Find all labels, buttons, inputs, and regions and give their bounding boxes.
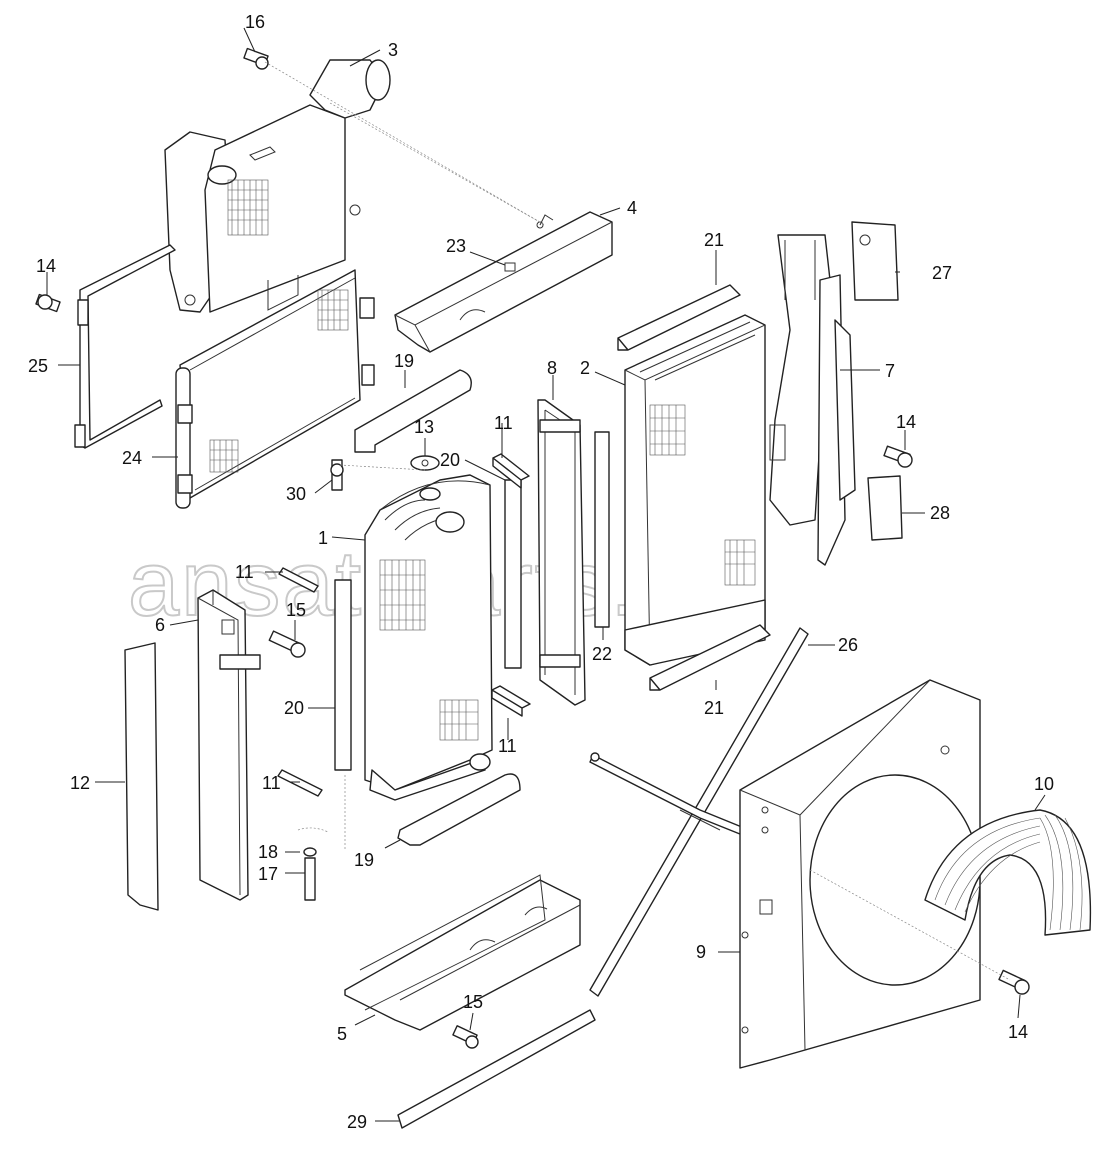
callout-labels: 16 3 4 23 21 27 14 25 24 19 13 30 20 11 … bbox=[28, 12, 1054, 1132]
seal-strip-20-right bbox=[504, 479, 522, 669]
callout-19-top: 19 bbox=[394, 351, 414, 371]
callout-11-right: 11 bbox=[498, 736, 517, 756]
callout-19-bottom: 19 bbox=[354, 850, 374, 870]
seal-21-top bbox=[617, 284, 741, 351]
callout-13: 13 bbox=[414, 417, 434, 437]
fan-guard-10 bbox=[924, 809, 1092, 936]
bolt-14-b bbox=[883, 445, 913, 468]
callout-20-top: 20 bbox=[440, 450, 460, 470]
callout-14-bottom: 14 bbox=[1008, 1022, 1028, 1042]
bar-29 bbox=[397, 1009, 596, 1129]
callout-11-left: 11 bbox=[235, 562, 254, 582]
seal-21-bottom bbox=[649, 624, 771, 691]
callout-26: 26 bbox=[838, 635, 858, 655]
callout-18: 18 bbox=[258, 842, 278, 862]
clip-11-a bbox=[492, 453, 530, 489]
callout-17: 17 bbox=[258, 864, 278, 884]
dust-mark bbox=[297, 827, 329, 833]
callout-4: 4 bbox=[627, 198, 637, 218]
pad-28 bbox=[867, 475, 903, 541]
callout-5: 5 bbox=[337, 1024, 347, 1044]
clip-11-d bbox=[277, 769, 323, 797]
callout-8: 8 bbox=[547, 358, 557, 378]
bolt-14-c bbox=[998, 969, 1030, 995]
seal-strip-20-left bbox=[334, 579, 352, 771]
callout-21-top: 21 bbox=[704, 230, 724, 250]
top-bracket-4 bbox=[394, 211, 613, 353]
pin-17 bbox=[304, 857, 316, 901]
callout-14-left: 14 bbox=[36, 256, 56, 276]
callout-25: 25 bbox=[28, 356, 48, 376]
handle-19-bottom bbox=[397, 773, 521, 846]
callout-30: 30 bbox=[286, 484, 306, 504]
callout-10: 10 bbox=[1034, 774, 1054, 794]
fan-shroud-9 bbox=[739, 679, 981, 1069]
seal-strip-22 bbox=[594, 431, 610, 628]
bolt-15-a bbox=[268, 630, 306, 658]
callout-3: 3 bbox=[388, 40, 398, 60]
leader-lines bbox=[46, 27, 1046, 1122]
callout-7: 7 bbox=[885, 361, 895, 381]
side-bracket-7 bbox=[769, 234, 856, 566]
side-frame-8 bbox=[537, 399, 586, 706]
callout-9: 9 bbox=[696, 942, 706, 962]
callout-14-right: 14 bbox=[896, 412, 916, 432]
callout-20-bottom: 20 bbox=[284, 698, 304, 718]
callout-12: 12 bbox=[70, 773, 90, 793]
callout-11-top: 11 bbox=[494, 413, 513, 433]
callout-24: 24 bbox=[122, 448, 142, 468]
callout-16: 16 bbox=[245, 12, 265, 32]
callout-15-top: 15 bbox=[286, 600, 306, 620]
callout-28: 28 bbox=[930, 503, 950, 523]
callout-23: 23 bbox=[446, 236, 466, 256]
support-post-12 bbox=[124, 642, 159, 911]
radiator-core-2 bbox=[624, 314, 766, 666]
callout-1: 1 bbox=[318, 528, 328, 548]
support-post-6 bbox=[197, 589, 261, 901]
callout-11-bottom: 11 bbox=[262, 773, 281, 793]
bolt-16 bbox=[243, 47, 269, 70]
bolt-14-a bbox=[35, 293, 61, 313]
radiator-1 bbox=[364, 474, 493, 801]
clip-11-c bbox=[491, 685, 531, 717]
base-frame-5 bbox=[344, 874, 581, 1031]
handle-19-top bbox=[354, 369, 472, 453]
bolt-15-b bbox=[452, 1025, 479, 1049]
intercooler bbox=[164, 59, 391, 313]
callout-27: 27 bbox=[932, 263, 952, 283]
filler-cap-13 bbox=[410, 455, 440, 471]
side-frame-25 bbox=[74, 244, 176, 449]
washer-18 bbox=[303, 847, 317, 857]
condenser-24 bbox=[175, 269, 375, 509]
callout-6: 6 bbox=[155, 615, 165, 635]
callout-22: 22 bbox=[592, 644, 612, 664]
callout-21-bottom: 21 bbox=[704, 698, 724, 718]
pad-27 bbox=[851, 221, 899, 301]
bolt-30 bbox=[330, 459, 344, 491]
callout-29: 29 bbox=[347, 1112, 367, 1132]
callout-15-bottom: 15 bbox=[463, 992, 483, 1012]
callout-2: 2 bbox=[580, 358, 590, 378]
